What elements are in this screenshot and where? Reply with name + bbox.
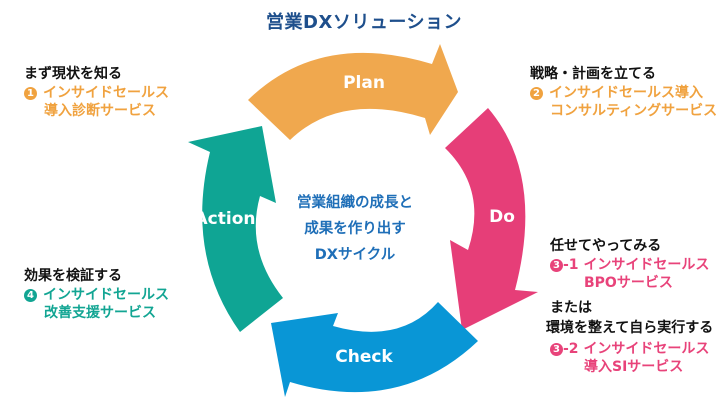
page-title: 営業DXソリューション <box>266 12 462 33</box>
step-3-or-line-2: 環境を整えて自ら実行する <box>546 320 714 336</box>
center-line-3: DXサイクル <box>314 247 396 263</box>
step-1-number-badge: 1 <box>24 87 37 100</box>
step-3-block: 任せてやってみる 3-1 インサイドセールス BPOサービス または 環境を整え… <box>546 236 713 376</box>
step-3-heading: 任せてやってみる <box>550 238 662 254</box>
center-line-1: 営業組織の成長と <box>297 195 413 211</box>
step-3-1-service-line-2: BPOサービス <box>584 275 673 291</box>
step-2-service-line-1: インサイドセールス導入 <box>549 85 703 101</box>
step-4-block: 効果を検証する 4 インサイドセールス 改善支援サービス <box>24 266 169 322</box>
step-3-2-number-badge: 3 <box>550 343 563 356</box>
cycle-center-text: 営業組織の成長と 成果を作り出す DXサイクル <box>250 190 460 268</box>
step-3-2-service-line-1: インサイドセールス <box>583 341 710 357</box>
step-2-number-badge: 2 <box>530 87 543 100</box>
plan-arrow: Plan <box>248 44 458 140</box>
step-4-heading: 効果を検証する <box>24 268 122 284</box>
step-3-or-line-1: または <box>550 300 592 316</box>
step-4-service-line-1: インサイドセールス <box>43 287 169 303</box>
step-3-1-number-badge: 3 <box>550 259 563 272</box>
center-line-2: 成果を作り出す <box>304 221 406 237</box>
step-3-1-service-line-1: インサイドセールス <box>583 257 710 273</box>
step-3-1-service: 3-1 インサイドセールス BPOサービス <box>550 256 713 292</box>
check-label: Check <box>335 347 393 367</box>
action-arrow: Action <box>188 126 283 332</box>
step-2-heading: 戦略・計画を立てる <box>530 66 656 82</box>
step-1-service-line-1: インサイドセールス <box>43 85 169 101</box>
step-2-service: 2 インサイドセールス導入 コンサルティングサービス <box>530 84 717 120</box>
step-2-service-line-2: コンサルティングサービス <box>550 103 718 119</box>
step-4-service-line-2: 改善支援サービス <box>44 305 156 321</box>
step-4-number-badge: 4 <box>24 289 37 302</box>
step-1-service: 1 インサイドセールス 導入診断サービス <box>24 84 169 120</box>
plan-label: Plan <box>343 73 385 93</box>
step-4-service: 4 インサイドセールス 改善支援サービス <box>24 286 169 322</box>
step-3-2-service: 3-2 インサイドセールス 導入SIサービス <box>550 340 713 376</box>
step-1-block: まず現状を知る 1 インサイドセールス 導入診断サービス <box>24 64 169 120</box>
action-label: Action <box>195 209 256 229</box>
check-arrow: Check <box>271 302 478 397</box>
step-3-2-suffix: -2 <box>563 341 579 357</box>
step-1-service-line-2: 導入診断サービス <box>44 103 156 119</box>
step-3-1-suffix: -1 <box>563 257 579 273</box>
do-label: Do <box>489 207 515 227</box>
step-2-block: 戦略・計画を立てる 2 インサイドセールス導入 コンサルティングサービス <box>530 64 717 120</box>
do-arrow: Do <box>445 108 538 330</box>
step-3-2-service-line-2: 導入SIサービス <box>584 359 684 375</box>
step-1-heading: まず現状を知る <box>24 66 122 82</box>
